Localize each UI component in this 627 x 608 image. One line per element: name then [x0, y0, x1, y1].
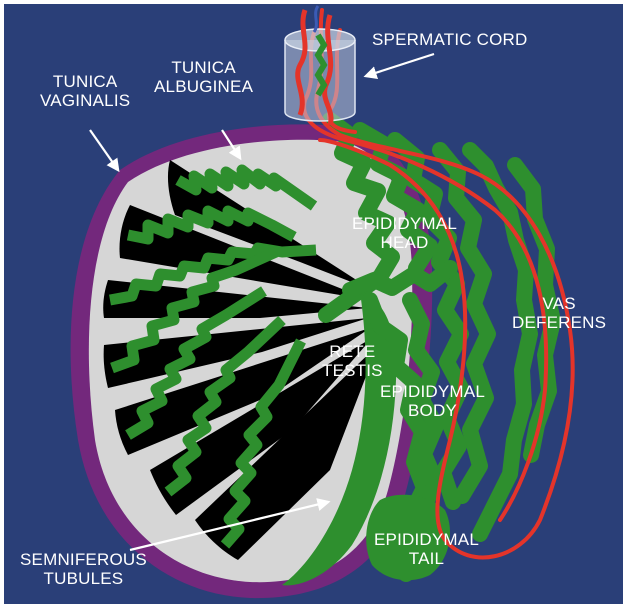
- label-rete-testis-line2: TESTIS: [322, 361, 383, 380]
- label-semniferous-tubules-line2: TUBULES: [20, 569, 147, 588]
- label-tunica-albuginea-line1: TUNICA: [154, 58, 253, 77]
- label-epididymal-tail: EPIDIDYMAL TAIL: [374, 530, 479, 568]
- label-rete-testis: RETE TESTIS: [322, 342, 383, 380]
- label-spermatic-cord-text: SPERMATIC CORD: [372, 30, 528, 49]
- label-semniferous-tubules-line1: SEMNIFEROUS: [20, 550, 147, 569]
- label-spermatic-cord: SPERMATIC CORD: [372, 30, 528, 49]
- label-tunica-vaginalis-line2: VAGINALIS: [40, 91, 130, 110]
- label-vas-deferens-line1: VAS: [512, 294, 606, 313]
- label-tunica-albuginea-line2: ALBUGINEA: [154, 77, 253, 96]
- label-epididymal-body: EPIDIDYMAL BODY: [380, 382, 485, 420]
- label-tunica-vaginalis: TUNICA VAGINALIS: [40, 72, 130, 110]
- label-tunica-vaginalis-line1: TUNICA: [40, 72, 130, 91]
- label-vas-deferens: VAS DEFERENS: [512, 294, 606, 332]
- label-epididymal-head: EPIDIDYMAL HEAD: [352, 214, 457, 252]
- label-vas-deferens-line2: DEFERENS: [512, 313, 606, 332]
- label-epididymal-body-line2: BODY: [380, 401, 485, 420]
- label-semniferous-tubules: SEMNIFEROUS TUBULES: [20, 550, 147, 588]
- label-rete-testis-line1: RETE: [322, 342, 383, 361]
- label-epididymal-tail-line2: TAIL: [374, 549, 479, 568]
- label-epididymal-tail-line1: EPIDIDYMAL: [374, 530, 479, 549]
- label-epididymal-head-line2: HEAD: [352, 233, 457, 252]
- label-epididymal-head-line1: EPIDIDYMAL: [352, 214, 457, 233]
- label-tunica-albuginea: TUNICA ALBUGINEA: [154, 58, 253, 96]
- label-epididymal-body-line1: EPIDIDYMAL: [380, 382, 485, 401]
